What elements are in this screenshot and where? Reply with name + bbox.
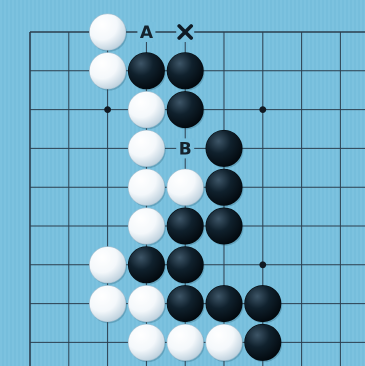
- stone-body: [206, 208, 242, 244]
- stone-body: [89, 285, 125, 321]
- stone-body: [89, 14, 125, 50]
- stone-body: [206, 324, 242, 360]
- stone-body: [167, 285, 203, 321]
- star-point: [259, 106, 266, 113]
- point-label-a: A: [140, 23, 154, 43]
- stone-body: [245, 285, 281, 321]
- stone-body: [167, 208, 203, 244]
- stone-body: [128, 91, 164, 127]
- stone-body: [167, 91, 203, 127]
- stone-body: [128, 324, 164, 360]
- point-label-b: B: [179, 139, 192, 159]
- stone-body: [167, 324, 203, 360]
- stone-body: [206, 130, 242, 166]
- stone-body: [89, 247, 125, 283]
- stone-body: [206, 169, 242, 205]
- stone-body: [128, 53, 164, 89]
- stone-body: [167, 247, 203, 283]
- star-point: [104, 106, 111, 113]
- stone-body: [167, 169, 203, 205]
- stone-body: [128, 285, 164, 321]
- stone-body: [245, 324, 281, 360]
- stone-body: [206, 285, 242, 321]
- stone-body: [128, 247, 164, 283]
- stone-body: [89, 53, 125, 89]
- star-point: [259, 261, 266, 268]
- stone-body: [128, 130, 164, 166]
- stone-body: [167, 53, 203, 89]
- stone-body: [128, 208, 164, 244]
- stone-body: [128, 169, 164, 205]
